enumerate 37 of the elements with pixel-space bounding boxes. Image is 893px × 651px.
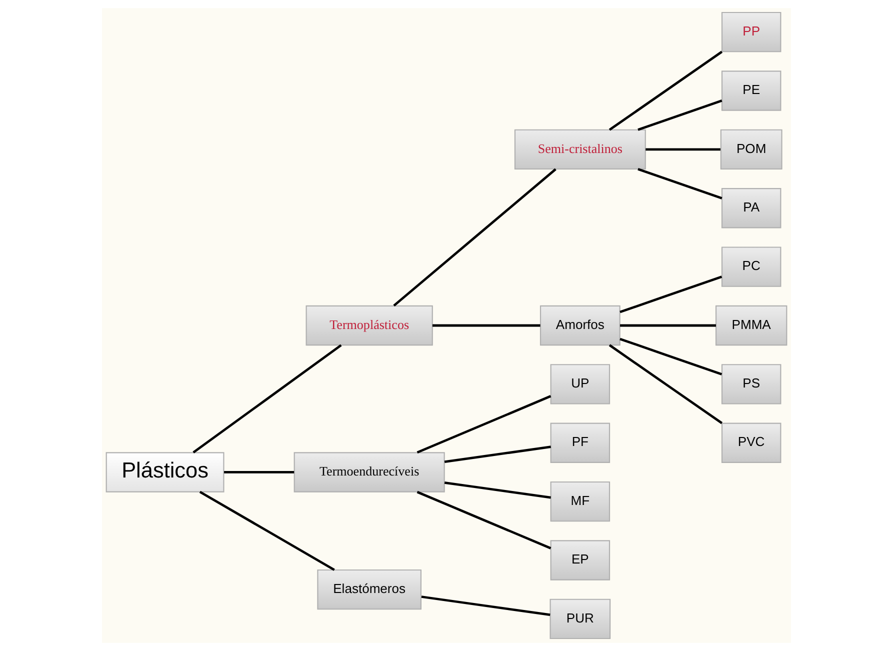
node-box: PMMA	[715, 305, 788, 346]
node-box: PC	[721, 246, 782, 287]
connector	[432, 324, 540, 327]
node-box: Amorfos	[540, 305, 620, 346]
node-box: MF	[550, 481, 610, 522]
node-box: Termoplásticos	[306, 305, 433, 346]
node-box: PP	[721, 12, 782, 52]
connector	[620, 276, 722, 314]
connector	[608, 50, 723, 131]
connector	[646, 148, 720, 151]
connector	[620, 324, 716, 327]
connector	[199, 490, 335, 571]
connector	[638, 100, 722, 131]
connector	[393, 168, 556, 307]
connector	[416, 490, 552, 550]
connector	[224, 471, 294, 474]
node-box: PE	[721, 70, 782, 111]
node-box: EP	[550, 540, 610, 580]
node-box: POM	[720, 129, 782, 170]
connector	[620, 338, 722, 376]
node-box: PA	[721, 188, 782, 228]
connector	[416, 395, 552, 454]
node-box: PS	[721, 364, 782, 404]
node-box: UP	[550, 364, 610, 404]
connector	[444, 481, 551, 499]
connector	[421, 596, 550, 616]
connector	[192, 344, 342, 454]
node-box: PVC	[721, 422, 782, 463]
connector	[638, 168, 722, 200]
node-box: Termoendurecíveis	[294, 452, 445, 492]
connector	[608, 344, 723, 424]
connector	[444, 446, 551, 463]
node-box: PF	[550, 422, 610, 463]
node-box: Elastómeros	[317, 569, 422, 610]
node-box: Plásticos	[106, 452, 224, 492]
node-box: PUR	[550, 598, 611, 640]
node-box: Semi-cristalinos	[514, 129, 646, 170]
